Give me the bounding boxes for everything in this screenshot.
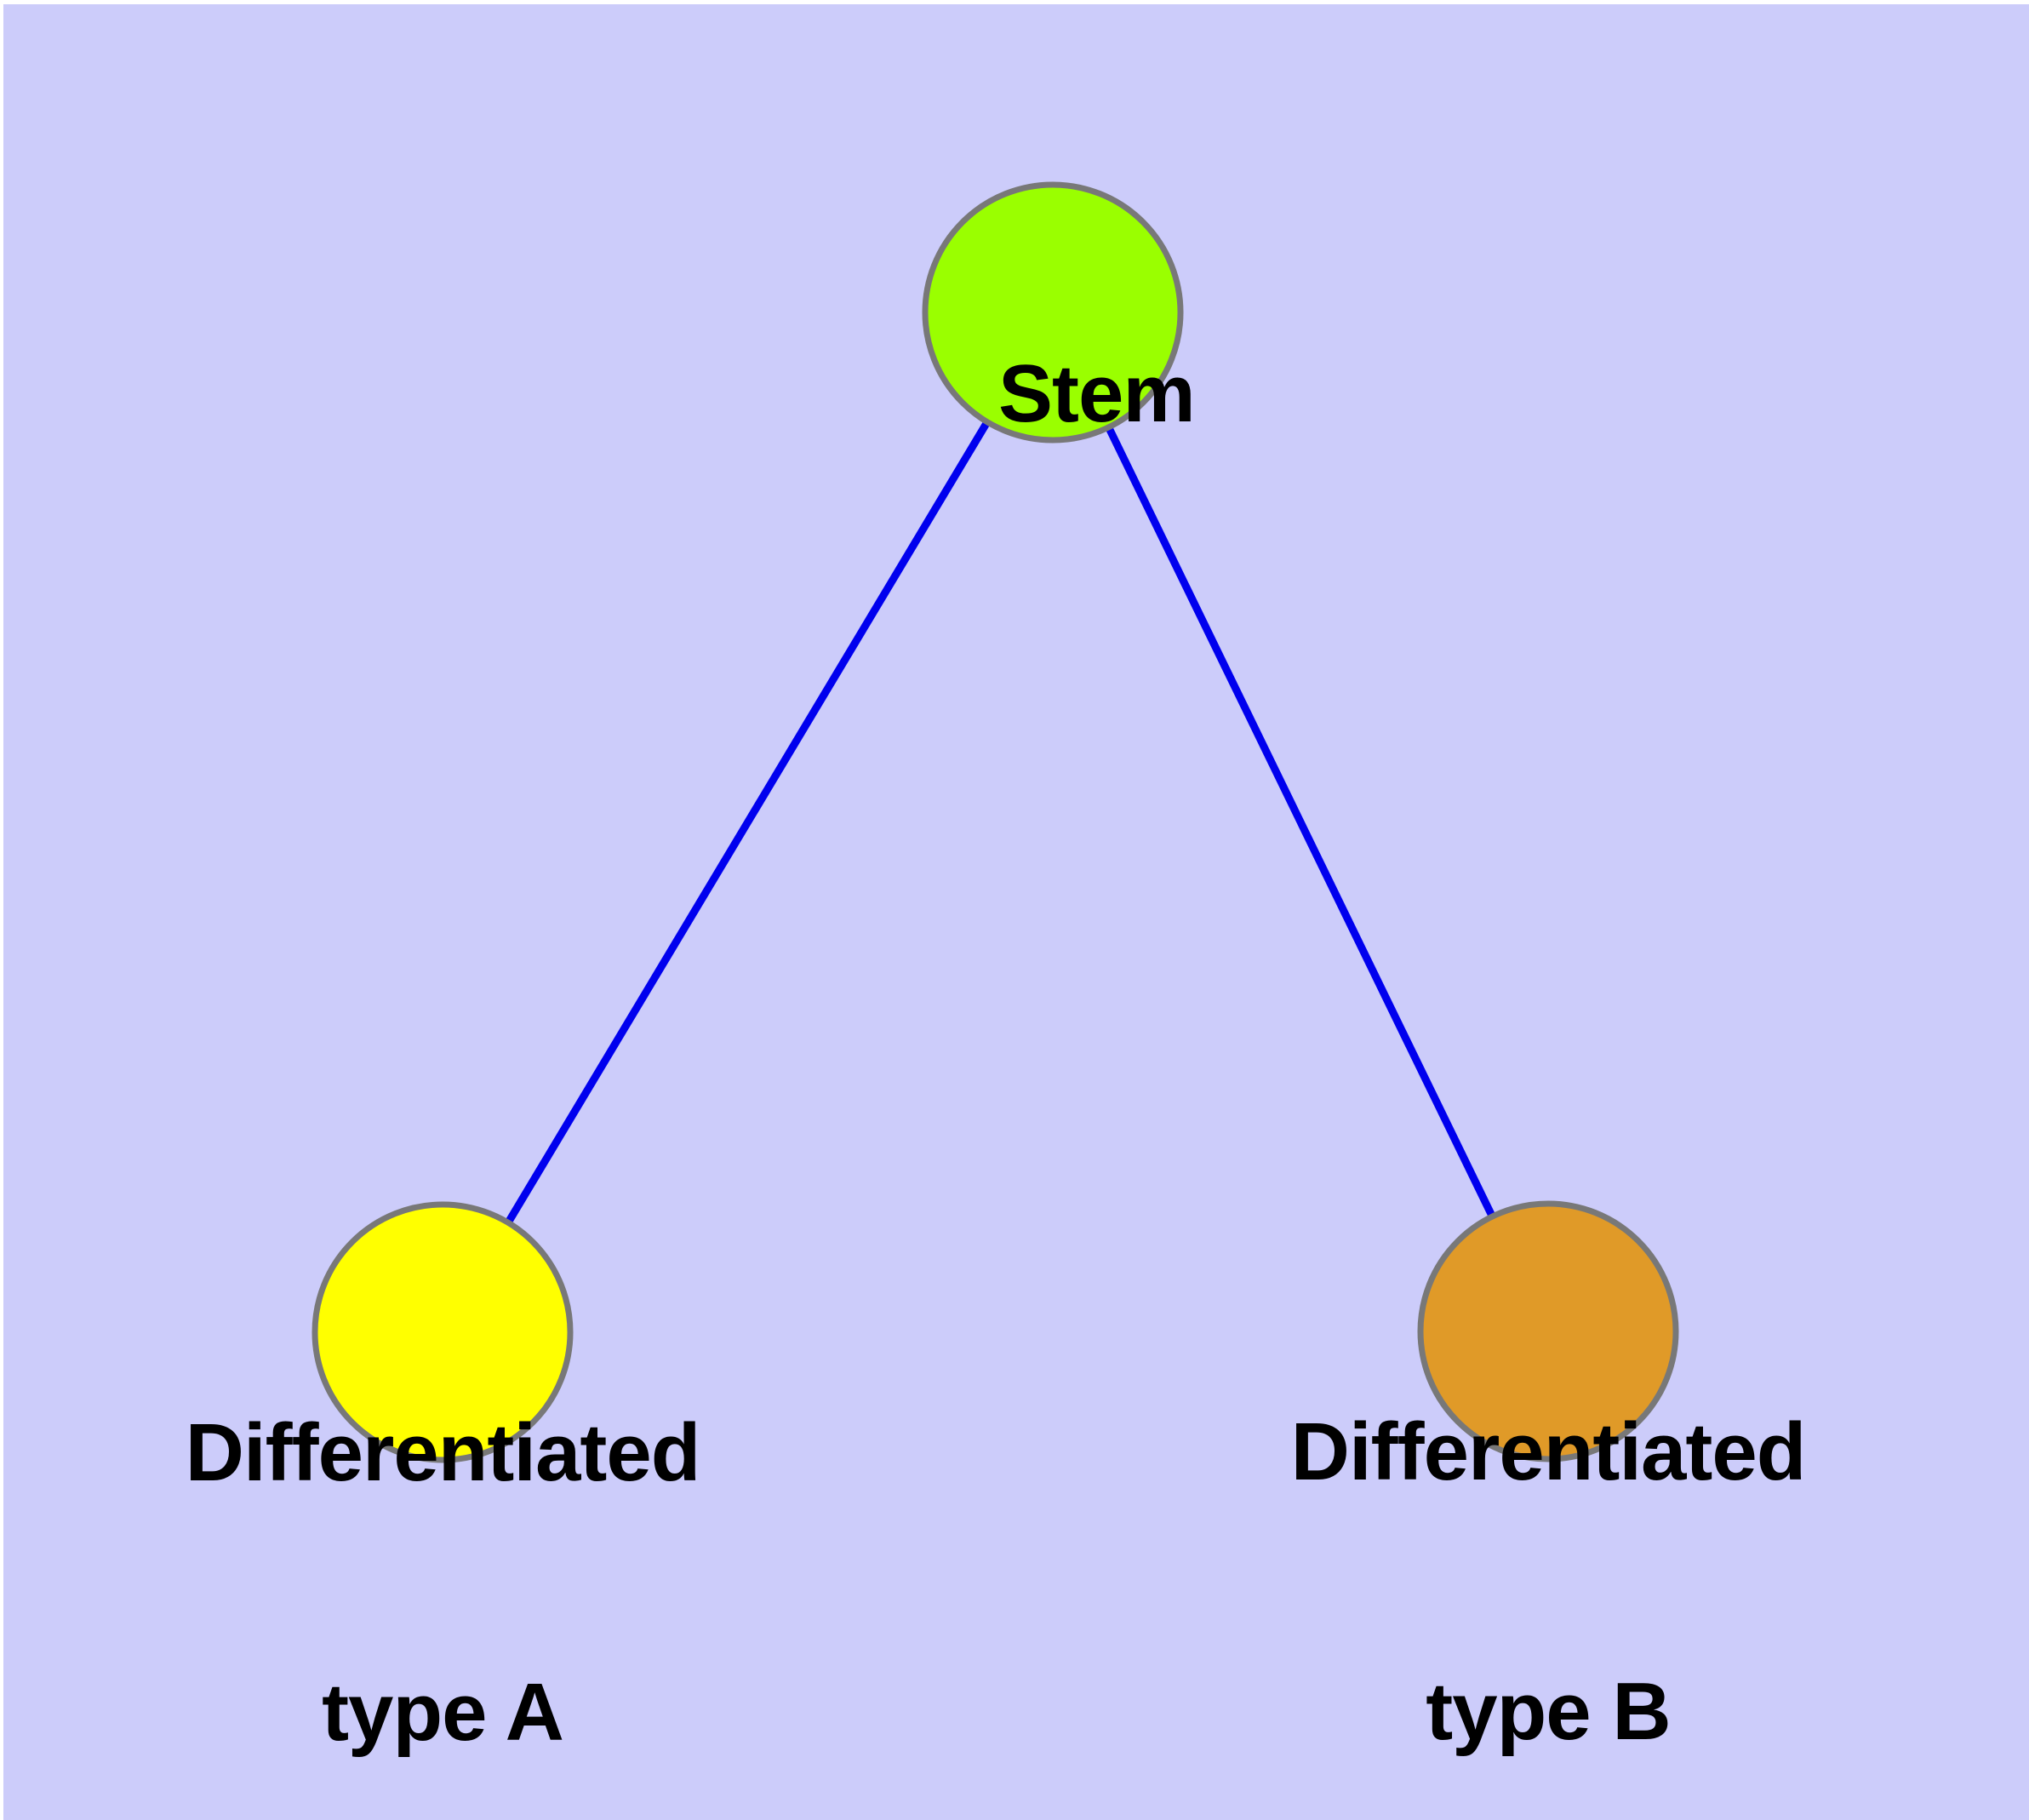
node-stem[interactable]: [922, 181, 1184, 444]
edge-layer: [503, 416, 1498, 1228]
node-differentiated-type-a[interactable]: [311, 1201, 574, 1463]
edge-stem-to-differentiated-type-a[interactable]: [503, 416, 992, 1228]
edge-stem-to-differentiated-type-b[interactable]: [1103, 422, 1498, 1222]
node-layer: [311, 181, 1679, 1463]
node-differentiated-type-b[interactable]: [1417, 1200, 1679, 1462]
